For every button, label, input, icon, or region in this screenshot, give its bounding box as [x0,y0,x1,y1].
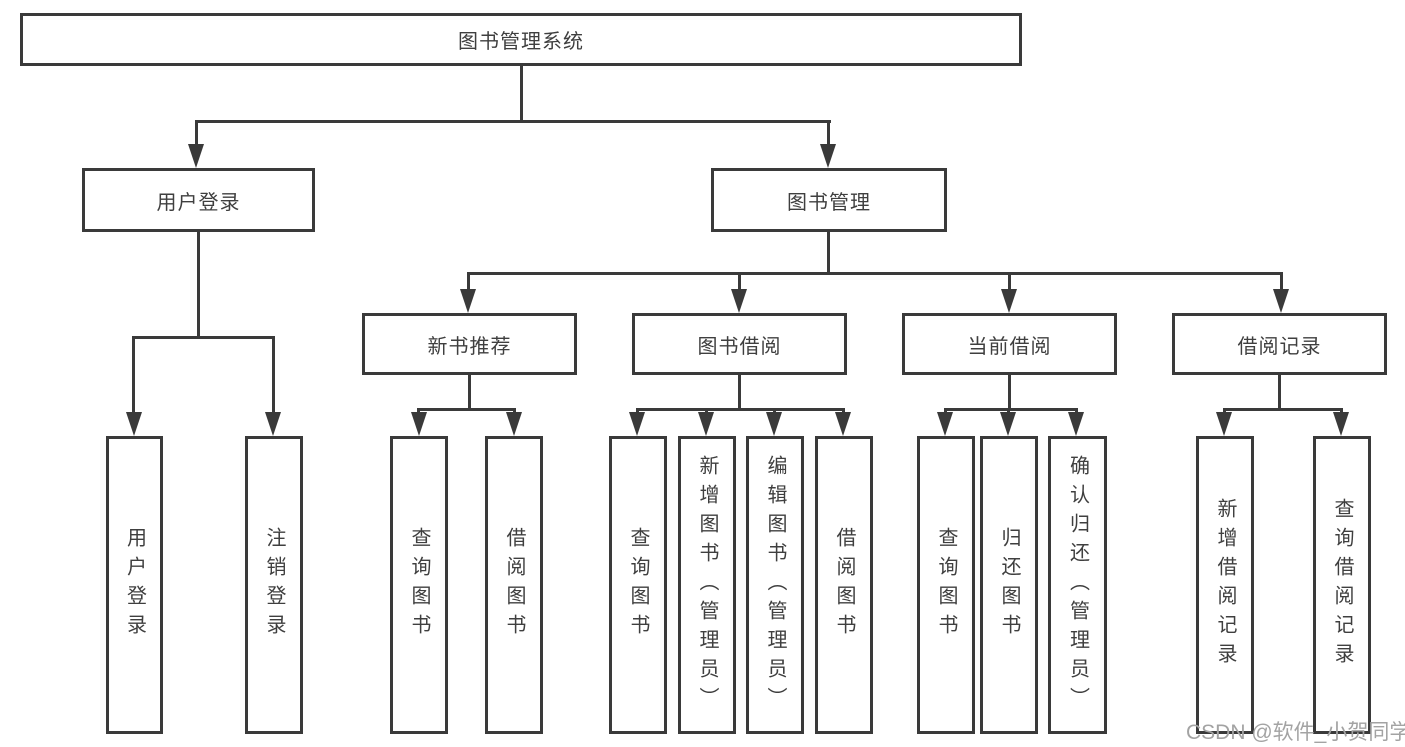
arrow-down-icon [1000,412,1016,436]
leaf-query-books-current: 查询图书 [917,436,975,734]
arrow-down-icon [1273,289,1289,313]
connector-hline [1223,408,1343,411]
node-library-management-system: 图书管理系统 [20,13,1022,66]
connector-hline [636,408,845,411]
csdn-watermark: CSDN @软件_小贺同学 [1186,721,1405,744]
node-borrowing-records: 借阅记录 [1172,313,1387,375]
arrow-down-icon [698,412,714,436]
node-label: 图书借阅 [697,335,782,358]
node-label: 用户登录 [156,191,241,214]
arrow-down-icon [629,412,645,436]
arrow-down-icon [460,289,476,313]
arrow-down-icon [1068,412,1084,436]
leaf-borrow-books-borrow: 借阅图书 [815,436,873,734]
node-label: 新书推荐 [427,335,512,358]
node-label: 当前借阅 [967,335,1052,358]
node-new-book-recommendation: 新书推荐 [362,313,577,375]
connector-vline [827,120,830,152]
connector-hline [132,336,275,339]
node-user-login: 用户登录 [82,168,315,232]
connector-vline [738,272,741,294]
node-label: 确认归还（管理员） [1066,454,1089,716]
node-book-management: 图书管理 [711,168,947,232]
node-label: 图书管理系统 [458,31,584,53]
leaf-add-borrow-record: 新增借阅记录 [1196,436,1254,734]
leaf-query-borrow-record: 查询借阅记录 [1313,436,1371,734]
leaf-confirm-return-admin: 确认归还（管理员） [1048,436,1107,734]
connector-vline [520,66,523,122]
leaf-query-books-recommend: 查询图书 [390,436,448,734]
connector-hline [467,272,1283,275]
connector-vline [132,336,135,416]
node-label: 查询图书 [408,527,430,643]
connector-hline [195,120,831,123]
connector-vline [1280,272,1283,294]
arrow-down-icon [820,144,836,168]
connector-vline [738,375,741,411]
connector-vline [467,272,470,294]
arrow-down-icon [1001,289,1017,313]
leaf-edit-book-admin: 编辑图书（管理员） [746,436,804,734]
arrow-down-icon [188,144,204,168]
node-label: 归还图书 [998,527,1020,643]
arrow-down-icon [265,412,281,436]
node-label: 查询借阅记录 [1331,498,1353,672]
node-label: 借阅记录 [1237,335,1322,358]
connector-hline [417,408,516,411]
node-current-borrowing: 当前借阅 [902,313,1117,375]
node-label: 用户登录 [123,527,146,643]
connector-vline [827,232,830,275]
arrow-down-icon [126,412,142,436]
node-label: 借阅图书 [503,527,525,643]
node-label: 注销登录 [263,527,285,643]
leaf-return-books: 归还图书 [980,436,1038,734]
node-label: 新增图书（管理员） [696,454,718,716]
arrow-down-icon [1333,412,1349,436]
leaf-user-login: 用户登录 [106,436,163,734]
connector-vline [468,375,471,411]
arrow-down-icon [731,289,747,313]
node-label: 图书管理 [787,191,871,214]
connector-vline [1008,272,1011,294]
leaf-borrow-books-recommend: 借阅图书 [485,436,543,734]
node-label: 借阅图书 [833,527,855,643]
arrow-down-icon [766,412,782,436]
leaf-logout: 注销登录 [245,436,303,734]
connector-vline [272,336,275,416]
arrow-down-icon [937,412,953,436]
connector-vline [195,120,198,152]
connector-vline [1008,375,1011,411]
arrow-down-icon [411,412,427,436]
leaf-query-books-borrow: 查询图书 [609,436,667,734]
leaf-add-book-admin: 新增图书（管理员） [678,436,736,734]
node-label: 新增借阅记录 [1214,498,1236,672]
arrow-down-icon [506,412,522,436]
node-book-borrowing: 图书借阅 [632,313,847,375]
arrow-down-icon [1216,412,1232,436]
node-label: 查询图书 [627,527,649,643]
node-label: 编辑图书（管理员） [764,454,786,716]
node-label: 查询图书 [935,527,957,643]
arrow-down-icon [835,412,851,436]
connector-vline [197,232,200,339]
connector-hline [944,408,1078,411]
connector-vline [1278,375,1281,411]
